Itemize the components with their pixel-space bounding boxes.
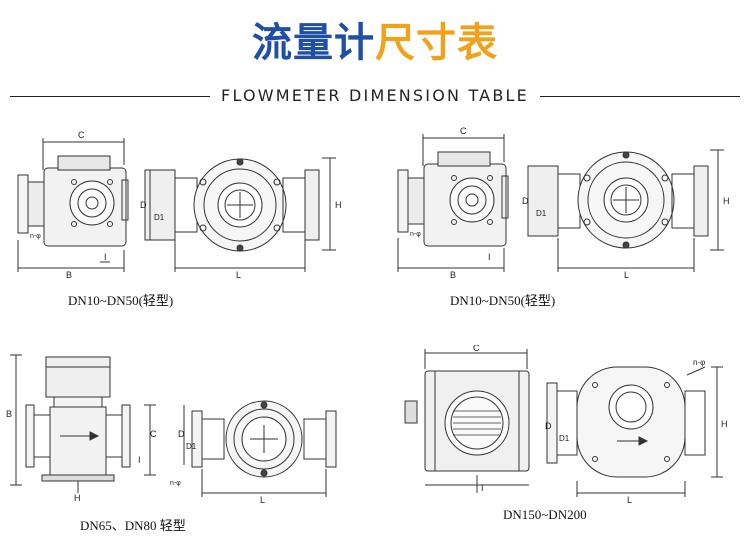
drawing-panel-1: C B I n-φ D D1 L H DN10~DN50(轻型) xyxy=(0,120,375,320)
dim-label-h: H xyxy=(723,196,730,206)
dim-label-l: L xyxy=(236,270,241,280)
dim-label-d1: D1 xyxy=(186,442,197,451)
subtitle: FLOWMETER DIMENSION TABLE xyxy=(221,86,529,105)
dim-label-b: B xyxy=(6,409,12,419)
dim-label-l: L xyxy=(260,495,265,505)
drawing-caption-2: DN10~DN50(轻型) xyxy=(450,293,556,308)
dim-label-i: I xyxy=(488,252,491,262)
dim-label-d1: D1 xyxy=(154,213,165,222)
flowmeter-drawing-3: B C I H D D1 L n-φ xyxy=(6,354,337,505)
dim-label-nphi: n-φ xyxy=(170,480,181,487)
dim-label-c: C xyxy=(460,126,467,136)
page-title: 流量计尺寸表 xyxy=(0,20,750,66)
dim-label-b: B xyxy=(450,270,456,280)
divider-left xyxy=(10,96,210,97)
dim-label-d1: D1 xyxy=(536,209,547,218)
drawing-panel-4: C I D D1 L H n-φ DN150~DN200 xyxy=(395,343,750,543)
drawing-panel-2: C B I n-φ D D1 L H DN10~DN50(轻型) xyxy=(380,120,750,320)
title-part-blue: 流量计 xyxy=(252,20,375,66)
drawing-caption-3: DN65、DN80 轻型 xyxy=(80,518,186,533)
title-part-orange: 尺寸表 xyxy=(375,20,498,66)
dim-label-h: H xyxy=(74,493,81,503)
subtitle-row: FLOWMETER DIMENSION TABLE xyxy=(10,86,740,106)
dim-label-i: I xyxy=(481,483,484,493)
drawing-panel-3: B C I H D D1 L n-φ DN65、DN80 轻型 xyxy=(0,345,375,543)
dim-label-d: D xyxy=(140,200,147,210)
divider-right xyxy=(540,96,740,97)
dim-label-d1: D1 xyxy=(559,434,570,443)
dim-label-h: H xyxy=(335,200,342,210)
dim-label-i: I xyxy=(104,252,107,262)
flowmeter-drawing-4: C I D D1 L H n-φ xyxy=(404,343,728,505)
dim-label-d: D xyxy=(522,196,529,206)
dim-label-l: L xyxy=(624,270,629,280)
dim-label-c: C xyxy=(150,429,157,439)
dim-label-c: C xyxy=(78,130,85,140)
dim-label-l: L xyxy=(627,495,632,505)
dim-label-h: H xyxy=(721,419,728,429)
dim-label-nphi: n-φ xyxy=(410,231,421,238)
drawing-caption-4: DN150~DN200 xyxy=(503,507,587,522)
dim-label-c: C xyxy=(473,345,480,353)
dim-label-d: D xyxy=(545,421,552,431)
dim-label-nphi: n-φ xyxy=(30,233,41,240)
drawing-caption-1: DN10~DN50(轻型) xyxy=(68,293,174,308)
flowmeter-drawing-2: C B I n-φ D D1 L H xyxy=(397,126,730,280)
dim-label-b: B xyxy=(66,270,72,280)
dim-label-nphi: n-φ xyxy=(693,358,705,367)
dim-label-d: D xyxy=(178,429,185,439)
flowmeter-drawing-1: C B I n-φ D D1 L H xyxy=(17,130,342,280)
dim-label-i: I xyxy=(138,455,141,465)
